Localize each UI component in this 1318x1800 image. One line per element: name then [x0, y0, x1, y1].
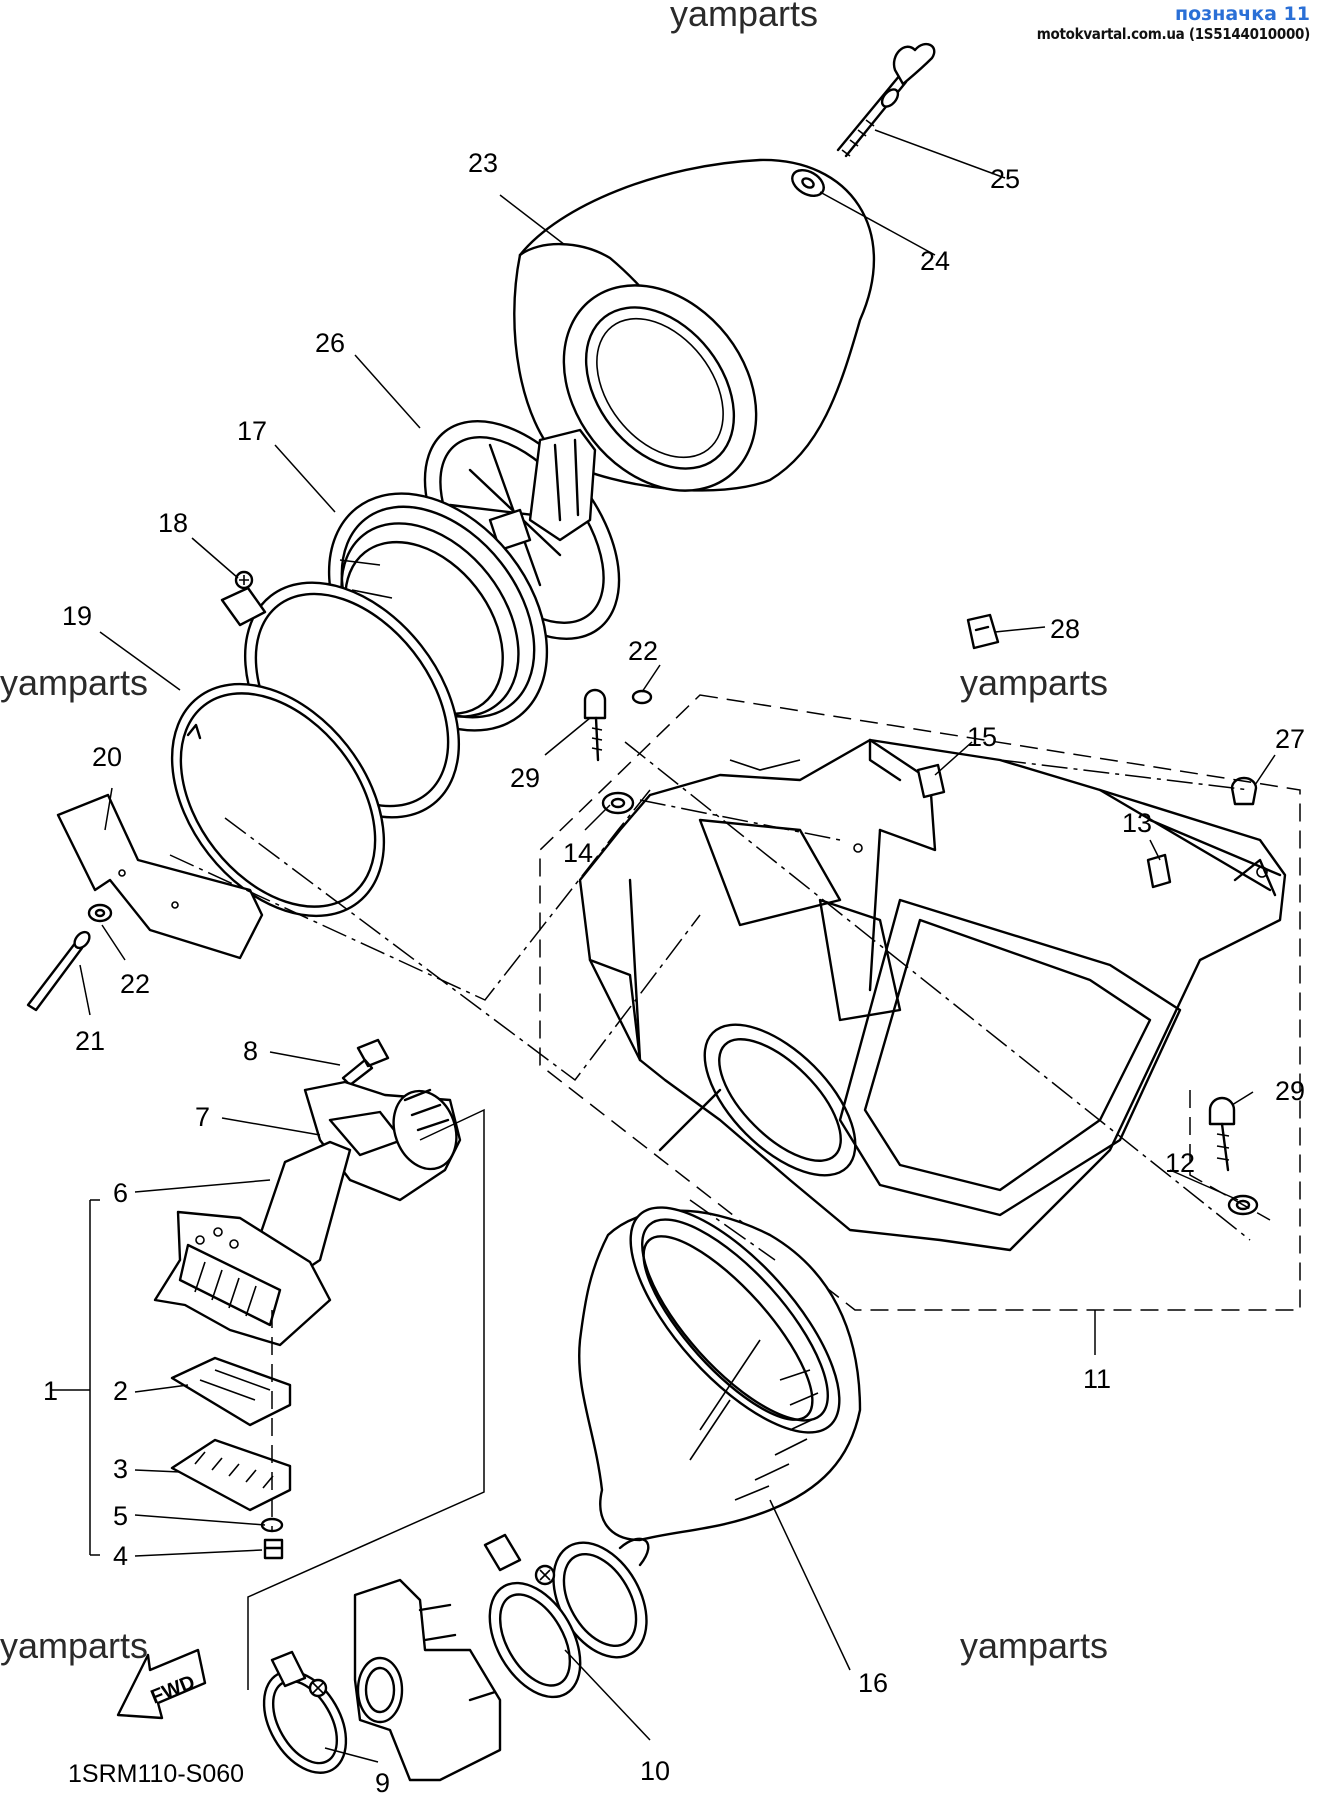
- reed-petal: [170, 1438, 292, 1512]
- callout-9: 9: [375, 1768, 390, 1798]
- drawing-reference: 1SRM110-S060: [68, 1760, 244, 1788]
- callout-13: 13: [1122, 808, 1152, 838]
- badge-source: motokvartal.com.ua (1S5144010000): [1036, 24, 1311, 43]
- callout-3: 3: [113, 1454, 128, 1484]
- rivet: [26, 930, 91, 1012]
- callout-15: 15: [967, 722, 997, 752]
- seal-plate: [56, 793, 264, 960]
- reed-stopper: [170, 1356, 292, 1427]
- callout-23: 23: [468, 148, 498, 178]
- reed-screw: [263, 1538, 284, 1560]
- callout-26: 26: [315, 328, 345, 358]
- wing-bolt: [836, 42, 936, 158]
- callout-16: 16: [858, 1668, 888, 1698]
- callout-24: 24: [920, 246, 950, 276]
- callout-28: 28: [1050, 614, 1080, 644]
- case-assembly-outline: [539, 694, 1301, 1311]
- watermark-left: yamparts: [0, 662, 148, 703]
- header-badge: позначка 11 motokvartal.com.ua (1S514401…: [1036, 3, 1311, 43]
- callout-4: 4: [113, 1541, 128, 1571]
- callout-10: 10: [640, 1756, 670, 1786]
- callout-21: 21: [75, 1026, 105, 1056]
- callout-2: 2: [113, 1376, 128, 1406]
- air-filter-element: [513, 158, 876, 492]
- plate-washer: [87, 903, 113, 923]
- callout-27: 27: [1275, 724, 1305, 754]
- badge-title: позначка 11: [1175, 3, 1310, 25]
- carburetor-outline: [353, 1578, 502, 1782]
- callout-8: 8: [243, 1036, 258, 1066]
- watermark-top: yamparts: [670, 0, 818, 34]
- watermark-bottom-right: yamparts: [960, 1625, 1108, 1666]
- washer: [791, 169, 825, 197]
- joint-bolt: [341, 1038, 390, 1087]
- clip-13: [1146, 853, 1172, 889]
- callout-19: 19: [62, 601, 92, 631]
- center-lines: [169, 741, 1251, 1261]
- callout-29-right: 29: [1275, 1076, 1305, 1106]
- case-washer-top: [631, 689, 653, 705]
- callout-22-left: 22: [120, 969, 150, 999]
- case-bolt-top: [583, 688, 607, 762]
- callout-20: 20: [92, 742, 122, 772]
- seal-ring: [170, 682, 386, 918]
- reed-valve-assembly-bracket: [52, 1199, 100, 1556]
- carburetor-clamp: [262, 1650, 348, 1774]
- intake-hose: [578, 1206, 862, 1542]
- watermark-right: yamparts: [960, 662, 1108, 703]
- callout-29-top: 29: [510, 763, 540, 793]
- reed-valve-body: [153, 1140, 352, 1347]
- callout-25: 25: [990, 164, 1020, 194]
- case-bolt-right: [1208, 1096, 1236, 1172]
- callout-6: 6: [113, 1178, 128, 1208]
- air-filter-case: [578, 738, 1287, 1252]
- leader-lines: [79, 129, 1276, 1763]
- callout-14: 14: [563, 838, 593, 868]
- callout-12: 12: [1165, 1148, 1195, 1178]
- grommet-left: [601, 791, 635, 815]
- callout-7: 7: [195, 1102, 210, 1132]
- clip-28: [966, 613, 1000, 650]
- carburetor-joint: [483, 1533, 650, 1699]
- callout-numbers: 23 25 24 26 17 18 19 20 22 21 22 29 14 2…: [43, 148, 1305, 1798]
- callout-22-case: 22: [628, 636, 658, 666]
- callout-11: 11: [1083, 1364, 1111, 1394]
- callout-5: 5: [113, 1501, 128, 1531]
- callout-1: 1: [43, 1376, 58, 1406]
- grommet-27: [1230, 776, 1258, 806]
- callout-17: 17: [237, 416, 267, 446]
- reed-assembly-dash: [247, 1108, 485, 1690]
- watermark-bottom-left: yamparts: [0, 1625, 148, 1666]
- callout-18: 18: [158, 508, 188, 538]
